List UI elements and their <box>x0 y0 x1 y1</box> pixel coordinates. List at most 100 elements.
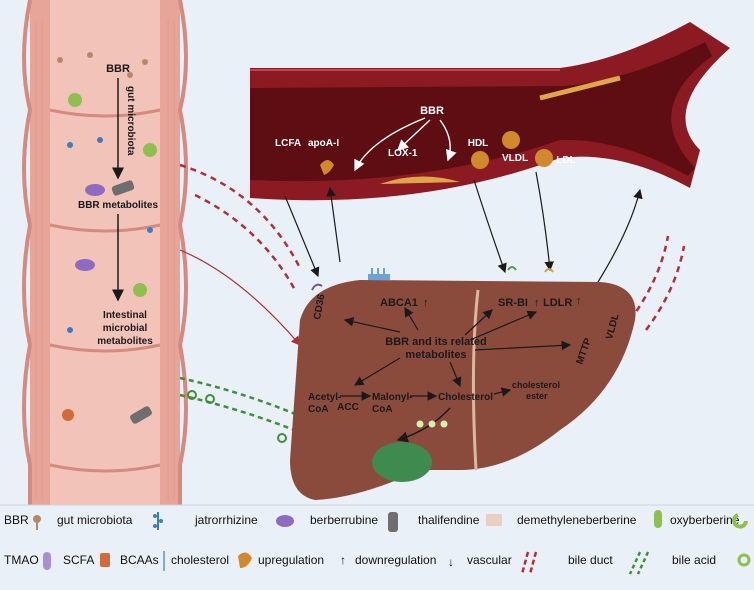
cholesterol-label: Cholesterol <box>438 392 493 403</box>
cholesterol-glyph-vessel <box>320 160 334 175</box>
lox1-label: LOX-1 <box>388 148 418 159</box>
intestine <box>22 0 188 505</box>
liver-receptors <box>311 266 554 291</box>
legend: BBR gut microbiota jatrorrhizine berberr… <box>0 504 754 575</box>
malonyl-label-2: CoA <box>372 404 393 415</box>
gut-microbiota-icon <box>153 512 163 530</box>
bile-duct-icon <box>628 551 650 575</box>
liver <box>290 280 636 500</box>
center-to-abca1-arrow <box>404 306 419 331</box>
lcfa-label: LCFA <box>275 138 301 149</box>
hdl-label: HDL <box>468 138 489 149</box>
vascular-path-4 <box>644 245 686 331</box>
legend-tmao: TMAO <box>4 553 39 567</box>
berberrubine-glyph-2 <box>75 259 95 271</box>
thalifendine-icon <box>486 514 502 526</box>
ester-label-2: ester <box>526 391 548 401</box>
bbr-metabolites-label: BBR metabolites <box>78 200 158 211</box>
oxyberberine-glyph-1 <box>68 93 82 107</box>
legend-bcaas: BCAAs <box>120 553 159 567</box>
vascular-path-1 <box>179 163 302 269</box>
legend-thalifendine: thalifendine <box>418 513 480 527</box>
lcfa-to-cd36-arrow <box>284 195 320 278</box>
legend-demethyleneberberine: demethyleneberberine <box>517 513 637 527</box>
thalifendine-glyph-1 <box>111 180 135 196</box>
vldl-to-vessel-arrow <box>597 188 643 283</box>
blood-vessel <box>250 22 730 201</box>
ldl-label: LDL <box>556 155 575 166</box>
vascular-path-2 <box>194 193 298 293</box>
vessel-vldl-label: VLDL <box>502 153 528 164</box>
ldl-to-ldlr-arrow <box>535 171 554 272</box>
thalifendine-glyph-2 <box>130 406 152 424</box>
intestinal-label-1: Intestinal <box>103 310 147 321</box>
legend-bbr: BBR <box>4 513 29 527</box>
tmao-icon <box>43 552 51 570</box>
intestinal-label-3: metabolites <box>97 336 153 347</box>
bbr-icon <box>33 515 41 530</box>
legend-downregulation: downregulation <box>355 553 436 567</box>
gut-microbiota-label: gut microbiota <box>125 86 136 156</box>
hdl-to-srbi-arrow <box>473 179 507 274</box>
center-to-cholesterol-arrow <box>449 361 462 388</box>
center-to-cd36-arrow <box>343 317 401 333</box>
center-label-2: metabolites <box>405 349 466 361</box>
cholesterol-icon <box>238 552 252 568</box>
ldl-glyph <box>535 149 553 167</box>
legend-vascular: vascular <box>467 553 512 567</box>
ldlr-label: LDLR <box>543 297 572 309</box>
center-to-srbi-arrow <box>464 309 493 336</box>
legend-jatrorrhizine: jatrorrhizine <box>194 513 258 527</box>
cholesterol-to-ester-arrow <box>493 387 512 397</box>
downregulation-icon: ↓ <box>448 555 454 569</box>
bbr-vessel-arrow-3 <box>439 119 457 162</box>
center-label-1: BBR and its related <box>385 336 486 348</box>
cholesterol-to-bile-arrow <box>396 407 451 443</box>
ester-label-1: cholesterol <box>512 380 560 390</box>
vascular-path-3 <box>628 235 670 321</box>
ldlr-up-arrow: ↑ <box>576 295 582 307</box>
abca1-label: ABCA1 <box>380 297 418 309</box>
vessel-bbr-label: BBR <box>420 105 444 117</box>
legend-berberrubine: berberrubine <box>310 513 378 527</box>
apoa1-label: apoA-I <box>308 138 339 149</box>
legend-oxyberberine: oxyberberine <box>670 513 740 527</box>
bbr-vessel-arrow-1 <box>354 117 426 172</box>
bbr-vessel-arrow-2 <box>396 119 431 151</box>
jatrorrhizine-icon <box>276 515 294 527</box>
legend-gut-microbiota: gut microbiota <box>57 513 133 527</box>
acetyl-label-1: Acetyl- <box>308 392 341 403</box>
cd36-label: CD36 <box>312 293 327 321</box>
center-to-acc-arrow <box>353 357 401 386</box>
srbi-up-arrow: ↑ <box>534 297 540 309</box>
gallbladder <box>372 442 432 482</box>
vldl-glyph <box>502 131 520 149</box>
hdl-glyph <box>471 151 489 169</box>
acc-label: ACC <box>337 402 359 413</box>
intestine-bbr-label: BBR <box>106 63 130 75</box>
legend-bile-duct: bile duct <box>568 553 613 567</box>
berberrubine-glyph-1 <box>85 184 105 196</box>
intestinal-label-2: microbial <box>103 323 148 334</box>
vascular-icon <box>520 551 538 575</box>
intestine-to-liver-arrow <box>179 249 301 346</box>
scfa-glyph-1 <box>62 409 74 421</box>
abca1-to-apoa1-arrow <box>326 186 341 263</box>
upregulation-icon: ↑ <box>340 553 346 567</box>
srbi-label: SR-BI <box>498 297 528 309</box>
bile-acid-icon <box>737 553 751 567</box>
oxyberberine-glyph-2 <box>143 143 157 157</box>
center-to-mttp-arrow <box>474 340 572 351</box>
malonyl-label-1: Malonyl- <box>372 392 413 403</box>
berberrubine-icon <box>388 512 398 532</box>
legend-upregulation: upregulation <box>258 553 324 567</box>
intestine-molecules <box>57 52 157 424</box>
legend-scfa: SCFA <box>63 553 94 567</box>
acetyl-label-2: CoA <box>308 404 329 415</box>
bile-duct-path-1 <box>179 376 371 452</box>
legend-bile-acid: bile acid <box>672 553 716 567</box>
center-to-ldlr-arrow <box>469 310 538 341</box>
oxyberberine-icon <box>732 513 748 529</box>
